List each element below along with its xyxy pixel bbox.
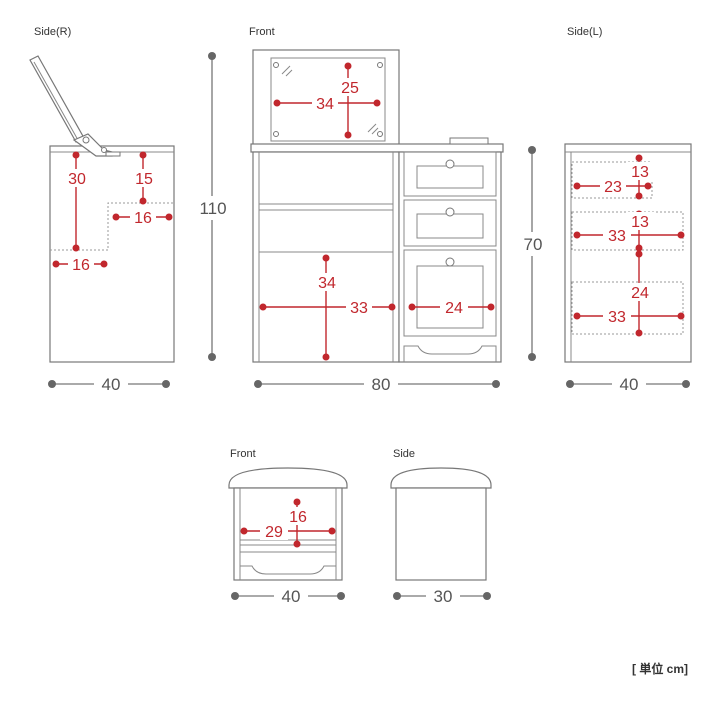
cabinet-height-dimension: 70 bbox=[518, 146, 546, 361]
side-r-compartment-depth-label: 30 bbox=[68, 171, 86, 188]
stool-front-dimensions: 16 29 bbox=[240, 498, 336, 548]
stool-storage-height-label: 16 bbox=[289, 509, 307, 526]
knee-space-height-label: 34 bbox=[318, 275, 336, 292]
drawer3-height-label: 24 bbox=[631, 285, 649, 302]
front-title: Front bbox=[249, 26, 275, 38]
stool-storage-width-label: 29 bbox=[265, 524, 283, 541]
side-r-shelf-width-label: 16 bbox=[134, 210, 152, 227]
knee-space-width-label: 33 bbox=[350, 300, 368, 317]
side-l-dimensions: 13 23 13 33 24 33 bbox=[573, 154, 685, 337]
mirror-width-label: 34 bbox=[316, 96, 334, 113]
side-r-width-dimension: 40 bbox=[48, 372, 170, 394]
cabinet-height-label: 70 bbox=[524, 235, 543, 254]
front-width-dimension: 80 bbox=[254, 372, 500, 394]
side-r-dimensions: 30 15 16 16 bbox=[52, 151, 173, 274]
side-r-width-label: 40 bbox=[102, 375, 121, 394]
mirror-height-label: 25 bbox=[341, 80, 359, 97]
side-r-title: Side(R) bbox=[34, 26, 71, 38]
stool-front-width-dimension: 40 bbox=[231, 584, 345, 606]
drawer2-depth-label: 33 bbox=[608, 228, 626, 245]
side-r-compartment-width-label: 16 bbox=[72, 257, 90, 274]
stool-side-depth-dimension: 30 bbox=[393, 584, 491, 606]
stool-width-label: 40 bbox=[282, 587, 301, 606]
overall-height-label: 110 bbox=[199, 199, 226, 218]
drawer-width-label: 24 bbox=[445, 300, 463, 317]
side-l-width-dimension: 40 bbox=[566, 372, 690, 394]
stool-side-drawing bbox=[390, 467, 492, 581]
overall-height-dimension: 110 bbox=[196, 52, 228, 361]
stool-depth-label: 30 bbox=[434, 587, 453, 606]
stool-front-title: Front bbox=[230, 448, 256, 460]
drawer3-depth-label: 33 bbox=[608, 309, 626, 326]
stool-side-title: Side bbox=[393, 448, 415, 460]
drawer1-depth-label: 23 bbox=[604, 179, 622, 196]
side-r-shelf-depth-label: 15 bbox=[135, 171, 153, 188]
drawer2-height-label: 13 bbox=[631, 214, 649, 231]
front-dimensions: 25 34 34 33 24 bbox=[259, 62, 495, 361]
front-width-label: 80 bbox=[372, 375, 391, 394]
drawer1-height-label: 13 bbox=[631, 164, 649, 181]
side-l-drawing bbox=[564, 143, 692, 363]
unit-note: [ 単位 cm] bbox=[632, 661, 688, 676]
side-l-width-label: 40 bbox=[620, 375, 639, 394]
side-l-title: Side(L) bbox=[567, 26, 602, 38]
